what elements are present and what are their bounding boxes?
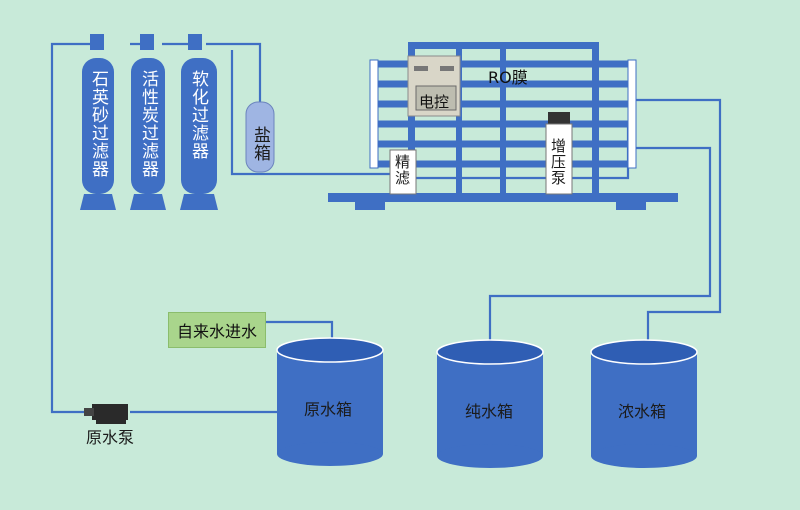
precision-filter-label: 精滤 bbox=[393, 154, 411, 186]
booster-pump-label: 增压泵 bbox=[549, 138, 567, 186]
pure-tank-label: 纯水箱 bbox=[465, 402, 514, 421]
tank-pure bbox=[436, 339, 544, 468]
pipe-softener-to-fine bbox=[230, 50, 395, 176]
quartz-filter-label: 石英砂过滤器 bbox=[88, 70, 108, 178]
pipe-pump-to-ro bbox=[572, 125, 630, 180]
pipe-raw-to-filter bbox=[50, 42, 100, 414]
ro-membrane-label: RO膜 bbox=[488, 68, 528, 87]
salt-tank bbox=[245, 101, 275, 173]
pipe-to-salt bbox=[206, 42, 262, 104]
control-display bbox=[415, 85, 457, 111]
conc-tank-label: 浓水箱 bbox=[618, 402, 667, 421]
control-indicator-1 bbox=[414, 66, 428, 71]
filter-softener bbox=[180, 34, 218, 210]
filter-quartz bbox=[80, 34, 116, 210]
control-indicator-2 bbox=[440, 66, 454, 71]
tank-conc bbox=[590, 339, 698, 468]
booster-pump-motor bbox=[548, 112, 570, 124]
tap-water-inlet-label: 自来水进水 bbox=[168, 312, 267, 348]
carbon-filter-label: 活性炭过滤器 bbox=[138, 70, 158, 178]
raw-pump-label: 原水泵 bbox=[86, 428, 135, 447]
ro-tube-caps bbox=[369, 59, 637, 169]
pipe-to-conc bbox=[628, 98, 722, 342]
salt-tank-label: 盐箱 bbox=[250, 126, 270, 162]
tank-raw bbox=[276, 337, 384, 466]
softener-filter-label: 软化过滤器 bbox=[188, 70, 208, 160]
booster-pump bbox=[545, 123, 573, 195]
pipe-tap-in bbox=[264, 320, 334, 342]
pipe-to-pure bbox=[488, 146, 712, 346]
precision-filter bbox=[389, 149, 417, 195]
filter-carbon bbox=[130, 34, 166, 210]
control-label: 电控 bbox=[419, 93, 450, 111]
raw-tank-label: 原水箱 bbox=[304, 400, 353, 419]
ro-frame bbox=[328, 42, 678, 210]
raw-pump bbox=[84, 404, 128, 424]
